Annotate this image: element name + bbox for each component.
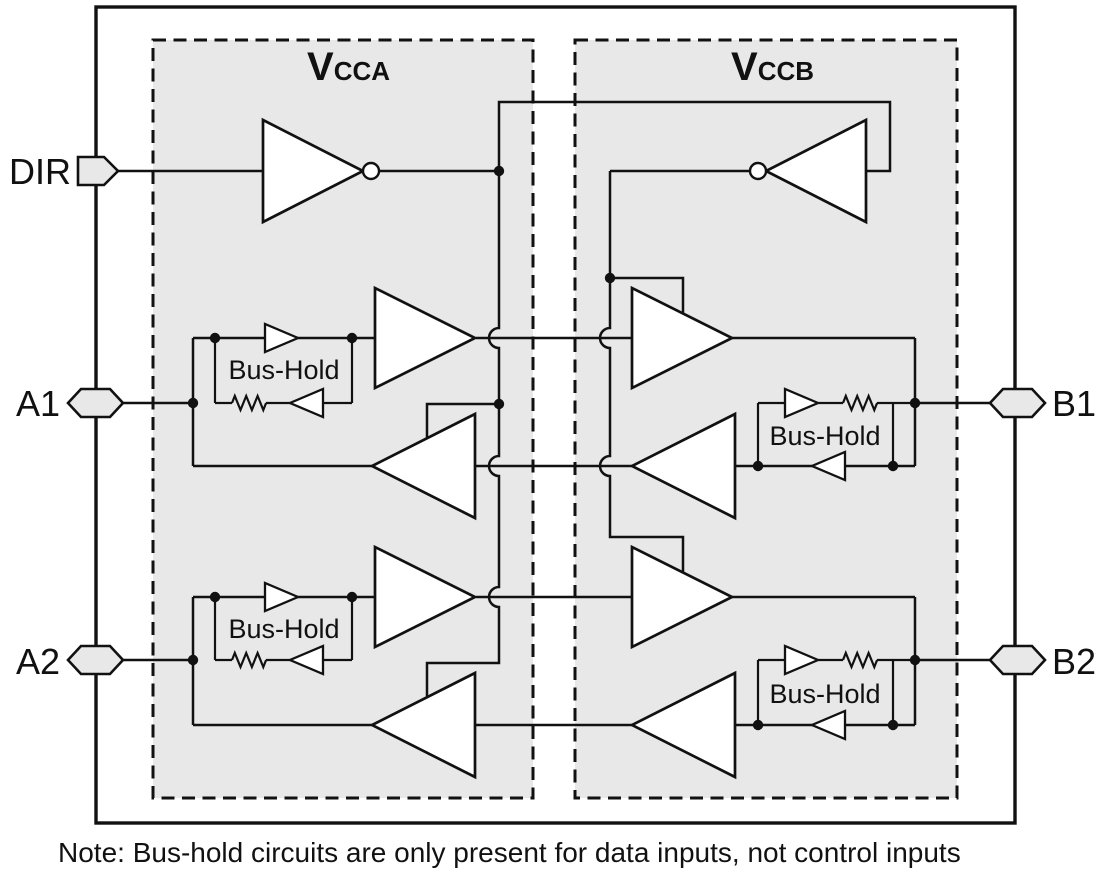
- a2-pin-label: A2: [16, 641, 60, 682]
- enable-tap-b1: [610, 276, 685, 313]
- b1-pin-pad: [988, 387, 1047, 419]
- enable-rail-b: [598, 171, 685, 572]
- buffer-a1-output-icon: [369, 411, 477, 521]
- feedback-buffer-b2-icon: [809, 709, 847, 741]
- junction-dot-enable-a1: [493, 398, 505, 410]
- dir-pin-pad: [76, 155, 120, 187]
- junction-dot-a1-bushold-left: [209, 332, 221, 344]
- vccb-label: VCCB: [731, 45, 814, 89]
- junction-dot-a2: [187, 654, 199, 666]
- vcca-main: V: [307, 45, 334, 89]
- resistor-icon-a2: [230, 650, 268, 670]
- vcca-label: VCCA: [307, 45, 390, 89]
- buffer-a2-output-icon: [369, 670, 477, 780]
- a2-pin-pad: [66, 644, 125, 676]
- junction-dot-a1-bushold-right: [346, 332, 358, 344]
- vccb-domain-region: [573, 38, 959, 800]
- b1-pin-label: B1: [1052, 383, 1096, 424]
- bushold-label-b2: Bus-Hold: [769, 679, 880, 709]
- buffer-b1-reverse-icon: [629, 411, 737, 521]
- buffer-b2-reverse-icon: [629, 670, 737, 780]
- enable-tap-a1: [425, 402, 499, 438]
- bushold-label-a1: Bus-Hold: [228, 355, 339, 385]
- junction-dot-a2-bushold-left: [209, 591, 221, 603]
- note-text: Note: Bus-hold circuits are only present…: [58, 837, 961, 868]
- junction-dot-dir: [493, 165, 505, 177]
- dir-inverter-a-icon: [261, 117, 366, 225]
- bushold-label-a2: Bus-Hold: [228, 614, 339, 644]
- buffer-a2-forward-icon: [373, 544, 479, 650]
- weak-buffer-a1-icon: [263, 322, 301, 354]
- vccb-main: V: [731, 45, 758, 89]
- dir-inverter-a-bubble: [361, 161, 381, 181]
- dir-inverter-b-icon: [763, 117, 868, 225]
- buffer-b2-output-icon: [630, 544, 736, 650]
- vccb-subscript: CCB: [758, 56, 814, 86]
- bushold-label-b1: Bus-Hold: [769, 421, 880, 451]
- a1-pin-label: A1: [16, 383, 60, 424]
- resistor-icon-b2: [841, 650, 879, 670]
- junction-dot-b1: [909, 397, 921, 409]
- weak-buffer-b2-icon: [783, 644, 821, 676]
- junction-dot-b2: [909, 654, 921, 666]
- weak-buffer-b1-icon: [783, 387, 821, 419]
- resistor-icon-a1: [230, 393, 268, 413]
- dir-inverter-b-bubble: [748, 161, 768, 181]
- weak-buffer-a2-icon: [263, 581, 301, 613]
- junction-dot-b2-bushold-left: [752, 719, 764, 731]
- feedback-buffer-a1-icon: [287, 387, 325, 419]
- dir-pin-label: DIR: [9, 151, 71, 192]
- a1-pin-pad: [66, 387, 125, 419]
- junction-dot-b1-bushold-right: [887, 460, 899, 472]
- junction-dot-a2-bushold-right: [346, 591, 358, 603]
- vcca-subscript: CCA: [334, 56, 391, 86]
- wire-dir-crossover-top: [497, 100, 892, 173]
- feedback-buffer-b1-icon: [809, 450, 847, 482]
- junction-dot-b1-bushold-left: [752, 460, 764, 472]
- b2-pin-pad: [988, 644, 1047, 676]
- resistor-icon-b1: [841, 393, 879, 413]
- junction-dot-enable-b1: [604, 272, 616, 284]
- buffer-b1-output-icon: [630, 285, 736, 391]
- b2-pin-label: B2: [1052, 641, 1096, 682]
- junction-dot-a1: [187, 397, 199, 409]
- feedback-buffer-a2-icon: [287, 644, 325, 676]
- junction-dot-b2-bushold-right: [887, 719, 899, 731]
- buffer-a1-forward-icon: [373, 285, 479, 391]
